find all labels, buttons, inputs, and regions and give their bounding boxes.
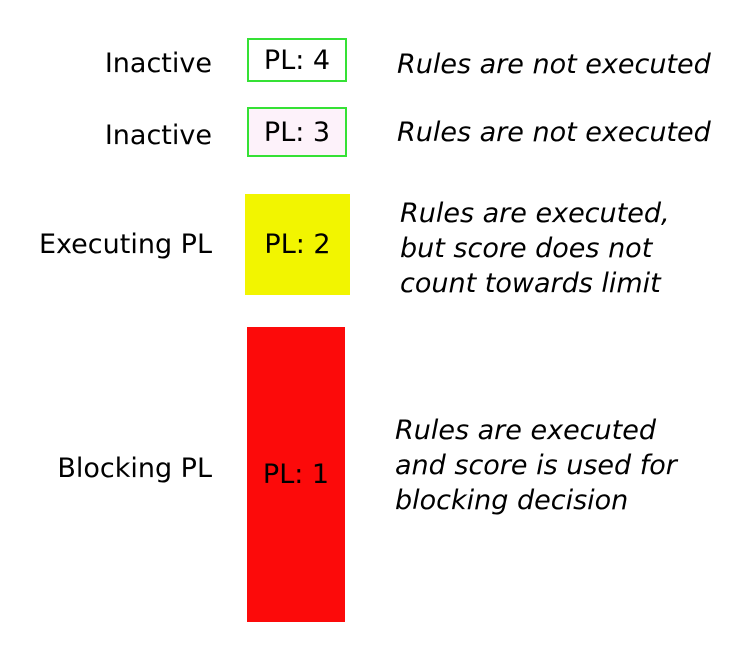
- pl-level-box: PL: 4: [247, 38, 347, 82]
- pl-row-inactive-3: Inactive PL: 3 Rules are not executed: [0, 107, 743, 157]
- pl-row-blocking-1: Blocking PL PL: 1 Rules are executed and…: [0, 327, 743, 622]
- pl-level-box: PL: 2: [245, 194, 350, 295]
- pl-level-text: PL: 1: [262, 459, 330, 490]
- pl-description: Rules are executed and score is used for…: [395, 415, 677, 516]
- pl-level-text: PL: 2: [264, 229, 331, 260]
- pl-row-inactive-4: Inactive PL: 4 Rules are not executed: [0, 38, 743, 82]
- pl-state-label: Inactive: [104, 48, 212, 80]
- pl-description: Rules are not executed: [397, 48, 711, 80]
- pl-level-box: PL: 1: [247, 327, 345, 622]
- pl-row-executing-2: Executing PL PL: 2 Rules are executed, b…: [0, 194, 743, 299]
- pl-state-label: Executing PL: [38, 228, 212, 260]
- pl-description: Rules are executed, but score does not c…: [400, 198, 670, 299]
- pl-level-box: PL: 3: [247, 107, 347, 157]
- pl-level-text: PL: 4: [263, 44, 331, 76]
- pl-description: Rules are not executed: [397, 116, 711, 148]
- pl-state-label: Inactive: [104, 120, 212, 152]
- pl-state-label: Blocking PL: [57, 452, 212, 484]
- pl-level-text: PL: 3: [263, 116, 331, 148]
